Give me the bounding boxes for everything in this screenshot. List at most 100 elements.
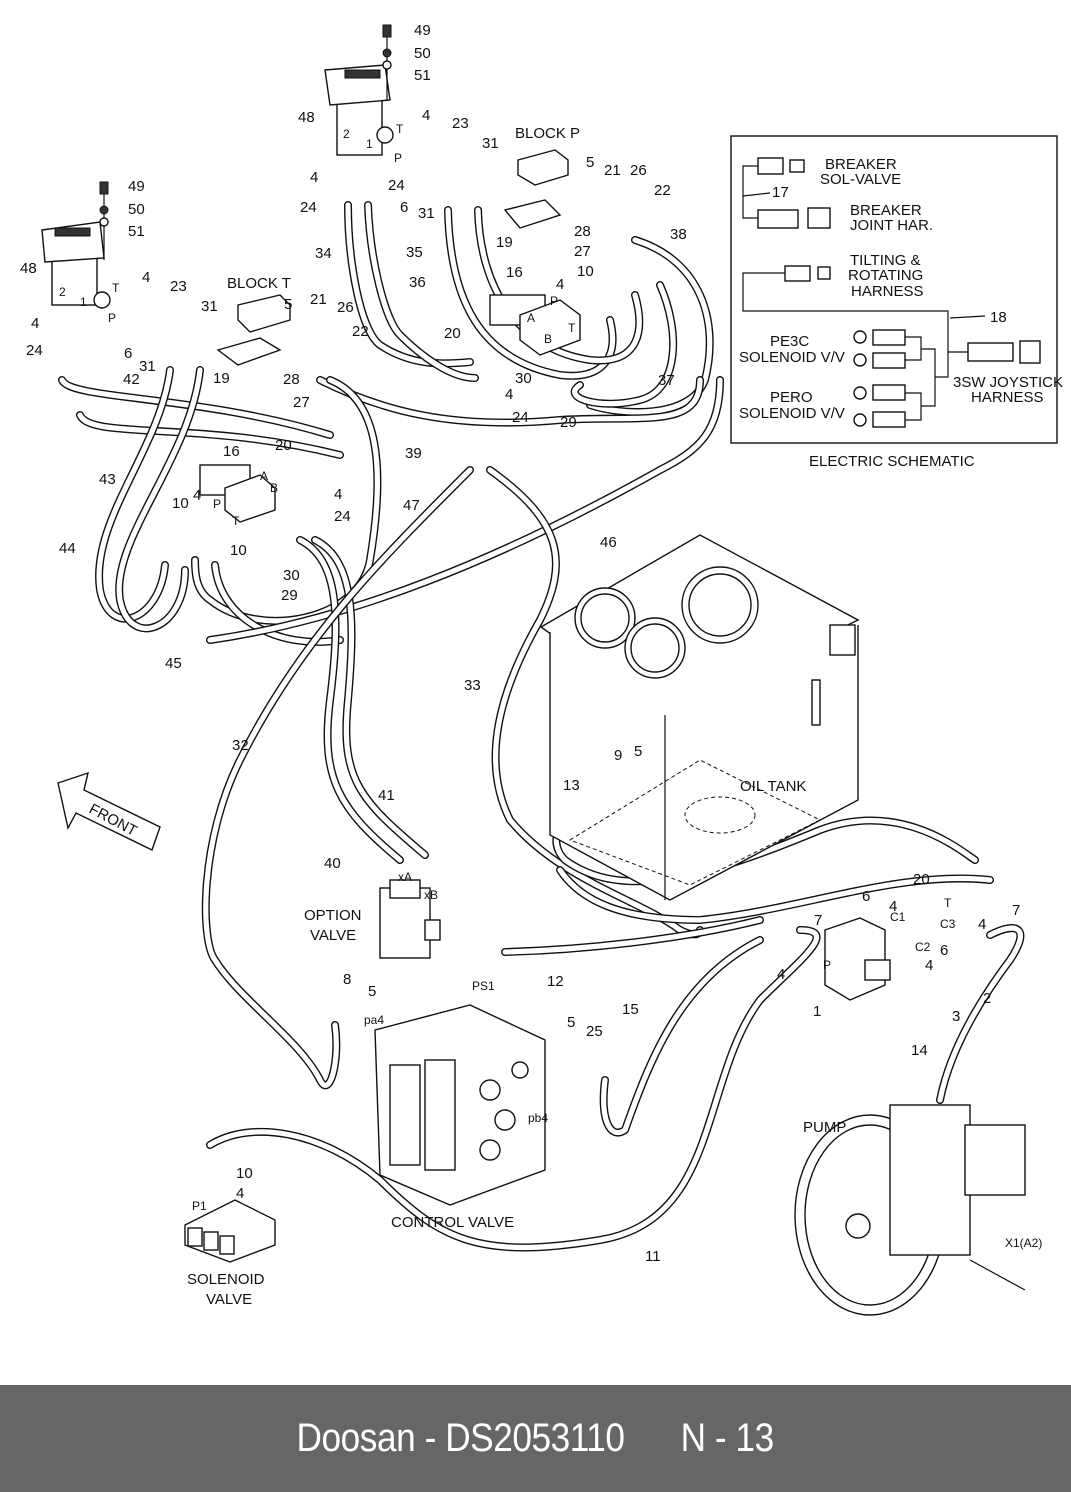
solenoid-block-16-left	[199, 464, 276, 523]
diagram-shape	[212, 562, 343, 645]
diagram-shape	[969, 1259, 1026, 1291]
diagram-shape	[99, 181, 109, 195]
label-block-p: BLOCK P	[515, 125, 580, 142]
diagram-shape	[688, 573, 752, 637]
callout: 31	[201, 298, 218, 315]
callout: 24	[512, 409, 529, 426]
callout: 5	[586, 154, 594, 171]
callout: 49	[128, 178, 145, 195]
callout: 22	[352, 323, 369, 340]
diagram-label: T	[112, 281, 120, 295]
callout: 6	[400, 199, 408, 216]
port-labels: T P 2 1 T P 2 1 A B P T A B P T xA xB PS…	[59, 122, 1042, 1250]
diagram-shape	[872, 329, 906, 346]
diagram-shape	[557, 867, 993, 923]
diagram-shape	[572, 282, 676, 407]
callout: 20	[444, 325, 461, 342]
diagram-shape	[424, 1059, 456, 1171]
diagram-shape	[742, 272, 968, 353]
diagram-shape	[757, 157, 784, 175]
diagram-label: pa4	[364, 1013, 384, 1027]
callout: 4	[236, 1185, 244, 1202]
diagram-shape	[424, 919, 441, 941]
callout: 35	[406, 244, 423, 261]
diagram-shape	[207, 927, 820, 1251]
diagram-shape	[187, 1227, 203, 1247]
diagram-shape	[494, 1109, 516, 1131]
diagram-label: xA	[398, 870, 412, 884]
diagram-shape	[872, 411, 906, 428]
callout: 7	[814, 912, 822, 929]
solenoid-valve	[184, 1199, 276, 1263]
callout: 25	[586, 1023, 603, 1040]
hose-12	[501, 916, 764, 956]
callout: 6	[862, 888, 870, 905]
diagram-shape	[1019, 340, 1041, 364]
label-option-valve: OPTION	[304, 907, 362, 924]
callout: 50	[128, 201, 145, 218]
callout: 2	[983, 990, 991, 1007]
callout: 5	[284, 296, 292, 313]
diagram-shape	[219, 1235, 235, 1255]
diagram-shape	[872, 384, 906, 401]
diagram-label: P1	[192, 1199, 207, 1213]
label-breaker-sol-valve: BREAKER	[825, 156, 897, 173]
footer-brand: Doosan	[296, 1416, 416, 1460]
callout: 4	[889, 898, 897, 915]
diagram-label: P	[394, 151, 402, 165]
diagram-shape	[630, 623, 680, 673]
callout: 48	[20, 260, 37, 277]
diagram-label: P	[823, 958, 831, 972]
diagram-label: SOLENOID V/V	[739, 349, 845, 366]
oil-tank	[539, 534, 860, 901]
diagram-label: PS1	[472, 979, 495, 993]
callout: 8	[343, 971, 351, 988]
diagram-shape	[382, 24, 392, 38]
diagram-label: C1	[890, 910, 906, 924]
callout: 44	[59, 540, 76, 557]
callout: 26	[630, 162, 647, 179]
diagram-shape	[568, 759, 822, 886]
callout: 19	[496, 234, 513, 251]
callout: 5	[368, 983, 376, 1000]
callout: 24	[26, 342, 43, 359]
callout: 43	[99, 471, 116, 488]
diagram-label: 1	[366, 137, 373, 151]
callout: 26	[337, 299, 354, 316]
label-joystick-harness: 3SW JOYSTICK	[953, 374, 1063, 391]
diagram-shape	[517, 149, 569, 186]
diagram-label: T	[396, 122, 404, 136]
diagram-shape	[789, 159, 805, 173]
callout: 14	[911, 1042, 928, 1059]
diagram-shape	[297, 537, 403, 863]
callout: 27	[574, 243, 591, 260]
diagram-shape	[99, 217, 109, 227]
electric-schematic: BREAKER SOL-VALVE BREAKER JOINT HAR. TIL…	[730, 135, 1063, 470]
footer-text: Doosan - DS2053110 N - 13	[296, 1416, 775, 1461]
callout: 47	[403, 497, 420, 514]
diagram-shape	[811, 679, 821, 726]
diagram-shape	[853, 386, 867, 400]
callout: 27	[293, 394, 310, 411]
joystick-right	[324, 24, 394, 156]
diagram-shape	[479, 1139, 501, 1161]
diagram-shape	[824, 917, 886, 1001]
diagram-label: B	[270, 481, 278, 495]
footer-bar: Doosan - DS2053110 N - 13	[0, 1385, 1071, 1492]
callout: 24	[388, 177, 405, 194]
label-control-valve: CONTROL VALVE	[391, 1214, 514, 1231]
diagram-shape	[344, 69, 381, 79]
diagram-label: 2	[343, 127, 350, 141]
callout: 10	[172, 495, 189, 512]
callout: 9	[614, 747, 622, 764]
diagram-shape	[237, 294, 291, 333]
diagram-shape	[601, 937, 763, 1135]
callout: 16	[506, 264, 523, 281]
diagram-shape	[203, 467, 473, 1088]
callout: 23	[452, 115, 469, 132]
diagram-shape	[587, 237, 713, 415]
callout: 31	[418, 205, 435, 222]
diagram-shape	[580, 593, 630, 643]
callout: 4	[31, 315, 39, 332]
component-captions: BLOCK P BLOCK T OIL TANK OPTION VALVE CO…	[187, 125, 846, 1308]
